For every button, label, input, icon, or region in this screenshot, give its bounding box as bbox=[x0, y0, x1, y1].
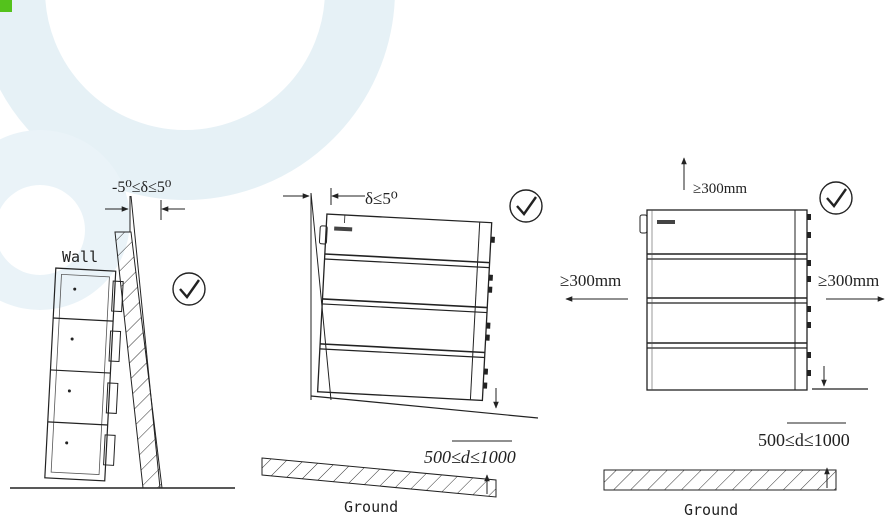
battery-stack-front bbox=[640, 210, 811, 390]
left-clearance-label: ≥300mm bbox=[560, 271, 621, 290]
distance-label: 500≤d≤1000 bbox=[424, 447, 516, 467]
angle-label: -5⁰≤δ≤5⁰ bbox=[112, 179, 171, 196]
angle-label: δ≤5⁰ bbox=[365, 189, 398, 208]
sloped-floor-line bbox=[311, 396, 538, 418]
check-circle-icon bbox=[820, 182, 852, 214]
tilt-line bbox=[311, 193, 331, 400]
battery-stack-front bbox=[312, 214, 496, 401]
watermark bbox=[0, 0, 360, 310]
corner-tag bbox=[0, 0, 12, 12]
panel-clearance: ≥300mm ≥300mm bbox=[560, 158, 884, 519]
panel-floor-tilt: δ≤5⁰ 50 bbox=[262, 188, 542, 516]
top-clearance-label: ≥300mm bbox=[693, 181, 747, 197]
ground-slab bbox=[604, 470, 836, 490]
distance-label: 500≤d≤1000 bbox=[758, 430, 850, 450]
check-circle-icon bbox=[173, 273, 205, 305]
ground-label: Ground bbox=[684, 501, 738, 519]
check-circle-icon bbox=[510, 190, 542, 222]
ground-label: Ground bbox=[344, 498, 398, 516]
wall-label: Wall bbox=[62, 248, 98, 266]
right-clearance-label: ≥300mm bbox=[818, 271, 879, 290]
